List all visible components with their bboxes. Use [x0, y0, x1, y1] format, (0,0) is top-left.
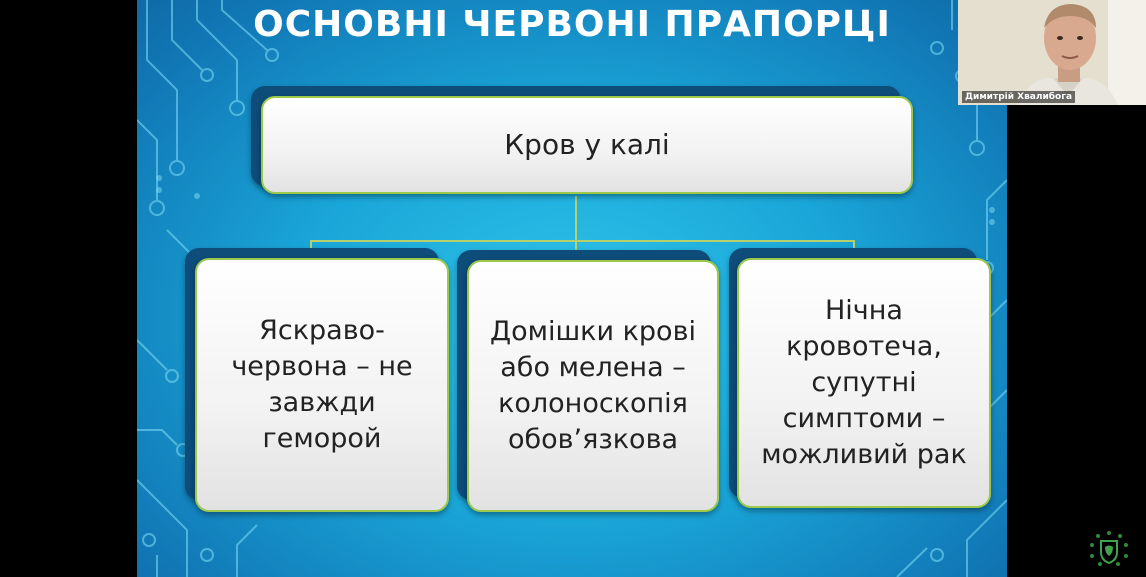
connector-vertical-top: [575, 196, 577, 242]
webcam-video-tile[interactable]: Димитрій Хвалибога: [958, 0, 1146, 105]
child-box-2-text: Домішки крові або мелена – колоноскопія …: [489, 316, 696, 455]
participant-name-label: Димитрій Хвалибога: [962, 91, 1076, 103]
slide-title: ОСНОВНІ ЧЕРВОНІ ПРАПОРЦІ: [253, 4, 891, 45]
connector-center-drop: [575, 240, 577, 256]
top-box-text: Кров у калі: [504, 128, 670, 161]
child-box-3-text: Нічна кровотеча, супутні симптоми – можл…: [761, 295, 967, 470]
child-box-1: Яскраво- червона – не завжди геморой: [195, 258, 449, 512]
presentation-slide: ОСНОВНІ ЧЕРВОНІ ПРАПОРЦІ Кров у калі Яск…: [137, 0, 1007, 577]
child-box-3: Нічна кровотеча, супутні симптоми – можл…: [737, 258, 991, 508]
child-box-2: Домішки крові або мелена – колоноскопія …: [467, 260, 719, 512]
shield-logo-icon: [1090, 531, 1128, 566]
top-box: Кров у калі: [261, 96, 913, 194]
connector-horizontal: [310, 240, 855, 242]
participant-video-image: [958, 0, 1146, 105]
child-box-1-text: Яскраво- червона – не завжди геморой: [231, 315, 413, 454]
